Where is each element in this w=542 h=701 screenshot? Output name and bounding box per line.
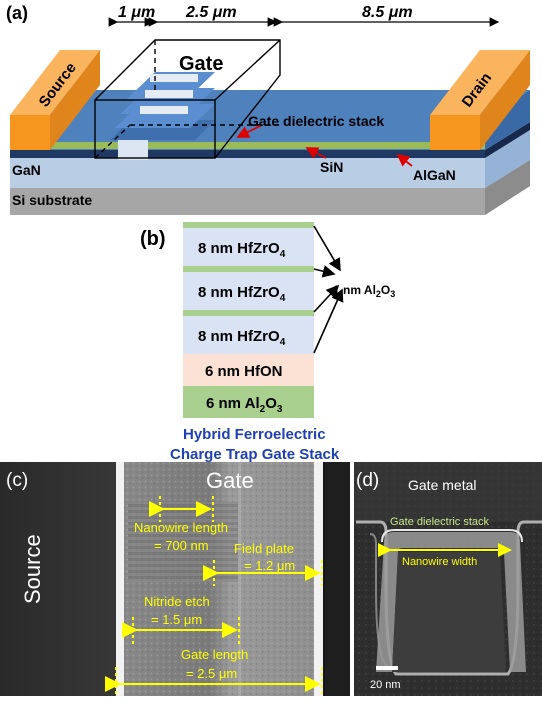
gate-dielectric-stack-label: Gate dielectric stack — [248, 113, 384, 129]
callout-arrow-2 — [313, 265, 336, 278]
gate-dielectric-stack-label: Gate dielectric stack — [390, 516, 490, 528]
sin-layer — [45, 142, 485, 149]
dim-label-1um: 1 μm — [118, 4, 155, 21]
callout-arrow-4 — [313, 288, 344, 354]
al2o3-interlayer-3 — [183, 310, 314, 316]
panel-c-sem-top-view: (c) Gate Source Nanowire length = 700 nm… — [0, 462, 350, 696]
hfzro4-label-2: 8 nm HfZrO4 — [198, 284, 286, 304]
panel-c-label: (c) — [6, 470, 28, 491]
hfzro4-label-3: 8 nm HfZrO4 — [198, 328, 286, 348]
nanowire-length-label-2: = 700 nm — [154, 538, 209, 553]
field-plate-label-2: = 1.2 μm — [244, 558, 295, 573]
panel-b-gate-stack: (b) 8 nm HfZrO4 8 nm HfZrO4 8 nm HfZrO4 … — [0, 218, 542, 463]
panel-d-label: (d) — [356, 470, 379, 491]
panel-a-device-schematic: (a) 1 μm 2.5 μm 8.5 μm Gate Source Drain… — [0, 0, 542, 218]
gan-label: GaN — [12, 162, 41, 178]
callout-arrow-1 — [313, 225, 341, 272]
nitride-etch-label-1: Nitride etch — [144, 594, 210, 609]
algan-layer — [10, 150, 485, 158]
nanowire-length-label-1: Nanowire length — [134, 520, 228, 535]
gate-title: Gate — [206, 468, 254, 493]
al2o3-interlayer-2 — [183, 266, 314, 272]
caption-line-2: Charge Trap Gate Stack — [170, 446, 340, 462]
gate-length-label-2: = 2.5 μm — [186, 666, 237, 681]
gate-length-label-1: Gate length — [181, 647, 248, 662]
gate-left-edge — [116, 462, 124, 696]
scale-bar — [376, 666, 398, 670]
al2o3-interlayer-1 — [183, 222, 314, 228]
gate-stack-diagram: (b) 8 nm HfZrO4 8 nm HfZrO4 8 nm HfZrO4 … — [140, 222, 395, 463]
sin-pointer-arrow — [305, 147, 327, 159]
hfzro4-layer-1 — [183, 228, 314, 266]
drain-contact — [430, 50, 530, 150]
dielectric-pointer-arrow — [236, 124, 263, 138]
sem-top-view-image: (c) Gate Source Nanowire length = 700 nm… — [0, 462, 350, 696]
hfon-layer — [183, 354, 314, 386]
al2o3-bottom-layer — [183, 386, 314, 418]
panel-d-tem-cross-section: (d) Gate metal Gate dielectric stack Nan… — [350, 462, 542, 696]
algan-pointer-arrow — [396, 153, 413, 167]
dim-label-8p5um: 8.5 μm — [362, 4, 413, 21]
nitride-etch-label-2: = 1.5 μm — [151, 612, 202, 627]
al2o3-callout-label: 1 nm Al2O3 — [333, 283, 395, 299]
tem-cross-section-image: (d) Gate metal Gate dielectric stack Nan… — [350, 462, 542, 696]
source-title: Source — [20, 534, 45, 604]
hfzro4-layer-2 — [183, 272, 314, 310]
field-plate-label-1: Field plate — [234, 541, 294, 556]
hfon-label: 6 nm HfON — [205, 363, 283, 380]
gate-wireframe — [94, 39, 281, 159]
algan-label: AlGaN — [413, 167, 456, 183]
si-substrate-layer — [10, 188, 485, 215]
si-substrate-label: Si substrate — [12, 192, 92, 208]
hfzro4-label-1: 8 nm HfZrO4 — [198, 240, 286, 260]
caption-line-1: Hybrid Ferroelectric — [183, 426, 326, 443]
source-contact — [10, 50, 100, 150]
al2o3-bottom-label: 6 nm Al2O3 — [206, 395, 283, 415]
panel-a-label: (a) — [6, 3, 28, 23]
gate-label: Gate — [179, 53, 223, 75]
nanowire-width-label: Nanowire width — [402, 556, 477, 568]
scale-bar-label: 20 nm — [370, 679, 401, 691]
device-3d-schematic: (a) 1 μm 2.5 μm 8.5 μm Gate Source Drain… — [6, 3, 530, 215]
gate-metal-label: Gate metal — [408, 477, 476, 493]
sin-label: SiN — [320, 159, 343, 175]
panel-b-label: (b) — [140, 228, 166, 250]
dim-label-2p5um: 2.5 μm — [185, 4, 237, 21]
nanowire-core — [392, 552, 506, 672]
gate-metal-region — [354, 462, 542, 522]
hfzro4-layer-3 — [183, 316, 314, 354]
